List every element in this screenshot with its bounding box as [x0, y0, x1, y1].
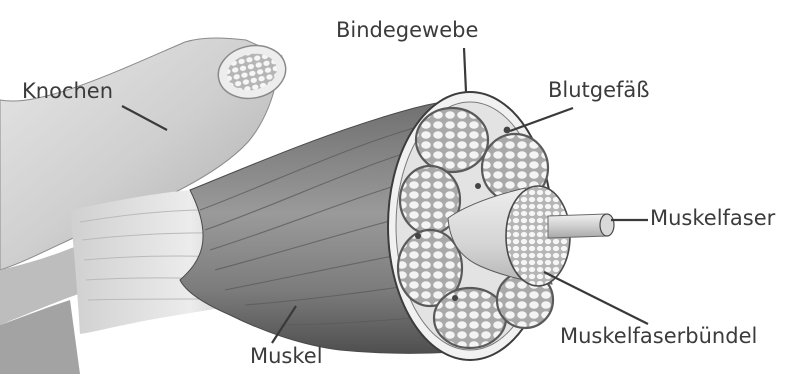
leader-line-bindegewebe [464, 48, 466, 92]
label-muskel: Muskel [250, 346, 323, 367]
label-muskelfaser: Muskelfaser [650, 208, 775, 229]
single-fiber-shape [548, 214, 614, 238]
label-bindegewebe: Bindegewebe [336, 20, 478, 41]
label-blutgefaess: Blutgefäß [548, 80, 650, 101]
label-muskelfaserbuendel: Muskelfaserbündel [560, 326, 757, 347]
leader-line-muskelfaserbuendel [544, 272, 648, 324]
label-knochen: Knochen [22, 81, 113, 102]
